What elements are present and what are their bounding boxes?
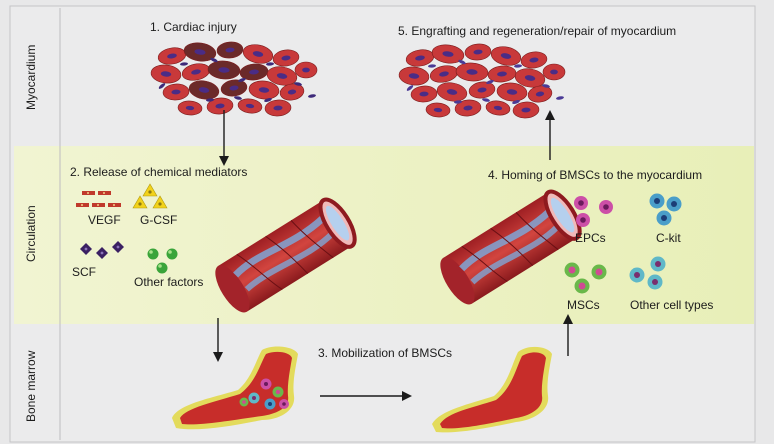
cardiomyocyte-cell <box>237 98 263 114</box>
circulation-band <box>14 146 754 324</box>
cardiomyocyte-cell <box>520 51 548 69</box>
vegf-label: VEGF <box>88 213 121 227</box>
cardiomyocyte-cell <box>542 63 566 81</box>
arrow-injury-to-release <box>219 110 229 166</box>
cardiomyocyte-cell <box>485 100 511 116</box>
epcs-cells-icon <box>574 196 613 227</box>
cardiomyocyte-cell <box>266 66 298 86</box>
cardiomyocyte-cell <box>188 80 220 100</box>
mscs-label: MSCs <box>567 298 600 312</box>
cardiomyocyte-cell <box>468 81 496 99</box>
vegf-icon <box>76 191 121 207</box>
other-factors-label: Other factors <box>134 275 204 289</box>
gcsf-label: G-CSF <box>140 213 178 227</box>
gcsf-icon <box>132 183 168 209</box>
cardiomyocyte-cell <box>242 44 274 64</box>
bone-after-mobilization <box>432 346 552 433</box>
repaired-myocardium-illustration <box>398 43 566 119</box>
arrow-bone-to-bone <box>320 391 412 401</box>
cardiomyocyte-cell <box>496 82 528 102</box>
step-1-cardiac-injury: 1. Cardiac injury <box>150 20 237 34</box>
cardiomyocyte-cell <box>464 43 492 61</box>
step-4-homing: 4. Homing of BMSCs to the myocardium <box>488 168 703 182</box>
cardiomyocyte-cell <box>514 68 546 88</box>
cardiomyocyte-cell <box>410 85 438 103</box>
band-label-bone-marrow: Bone marrow <box>24 350 38 422</box>
blood-vessel-right <box>440 189 582 305</box>
cardiomyocyte-cell <box>454 99 482 117</box>
cardiomyocyte-cell <box>239 63 269 81</box>
ckit-label: C-kit <box>656 231 681 245</box>
cardiomyocyte-cell <box>248 80 280 100</box>
step-5-engrafting: 5. Engrafting and regeneration/repair of… <box>398 24 677 38</box>
cardiomyocyte-cell <box>264 99 292 117</box>
cardiomyocyte-cell <box>162 83 190 101</box>
band-label-circulation: Circulation <box>24 205 38 262</box>
injured-myocardium-illustration <box>150 41 318 117</box>
arrow-homing-to-engrafting <box>545 110 555 160</box>
cardiomyocyte-cell <box>455 62 489 82</box>
cardiomyocyte-cell <box>490 46 522 66</box>
cardiomyocyte-cell <box>216 41 244 59</box>
cardiomyocyte-cell <box>425 102 451 118</box>
cardiomyocyte-cell <box>272 49 300 67</box>
cardiomyocyte-cell <box>220 79 248 97</box>
cardiomyocyte-cell <box>181 63 211 81</box>
other-cell-types-label: Other cell types <box>630 298 714 312</box>
cardiomyocyte-cell <box>405 49 435 67</box>
blood-vessel-left <box>215 197 357 313</box>
cardiomyocyte-cell <box>183 42 217 62</box>
other-factors-icon <box>147 248 178 274</box>
cardiomyocyte-cell <box>429 65 459 83</box>
cardiomyocyte-cell <box>527 85 553 103</box>
bone-with-bmscs <box>172 346 298 430</box>
epcs-label: EPCs <box>575 231 606 245</box>
cardiomyocyte-cell <box>436 82 468 102</box>
step-2-release-mediators: 2. Release of chemical mediators <box>70 165 248 179</box>
cardiomyocyte-cell <box>279 83 305 101</box>
other-cell-types-icon <box>629 256 666 290</box>
arrow-mobilization-to-homing <box>563 314 573 356</box>
scf-label: SCF <box>72 265 96 279</box>
cardiomyocyte-cell <box>206 97 234 115</box>
cardiomyocyte-cell <box>398 66 430 86</box>
arrow-release-to-mobilization <box>213 318 223 362</box>
mscs-cells-icon <box>564 262 607 294</box>
cardiomyocyte-cell <box>294 61 318 79</box>
scf-icon <box>80 241 124 259</box>
ckit-cells-icon <box>649 193 682 226</box>
cardiomyocyte-cell <box>512 101 540 119</box>
cardiomyocyte-cell <box>150 64 182 84</box>
cardiomyocyte-cell <box>207 60 241 80</box>
band-label-myocardium: Myocardium <box>24 44 38 110</box>
cardiomyocyte-cell <box>431 44 465 64</box>
step-3-mobilization: 3. Mobilization of BMSCs <box>318 346 453 360</box>
cardiomyocyte-cell <box>487 65 517 83</box>
cardiomyocyte-cell <box>177 100 203 116</box>
